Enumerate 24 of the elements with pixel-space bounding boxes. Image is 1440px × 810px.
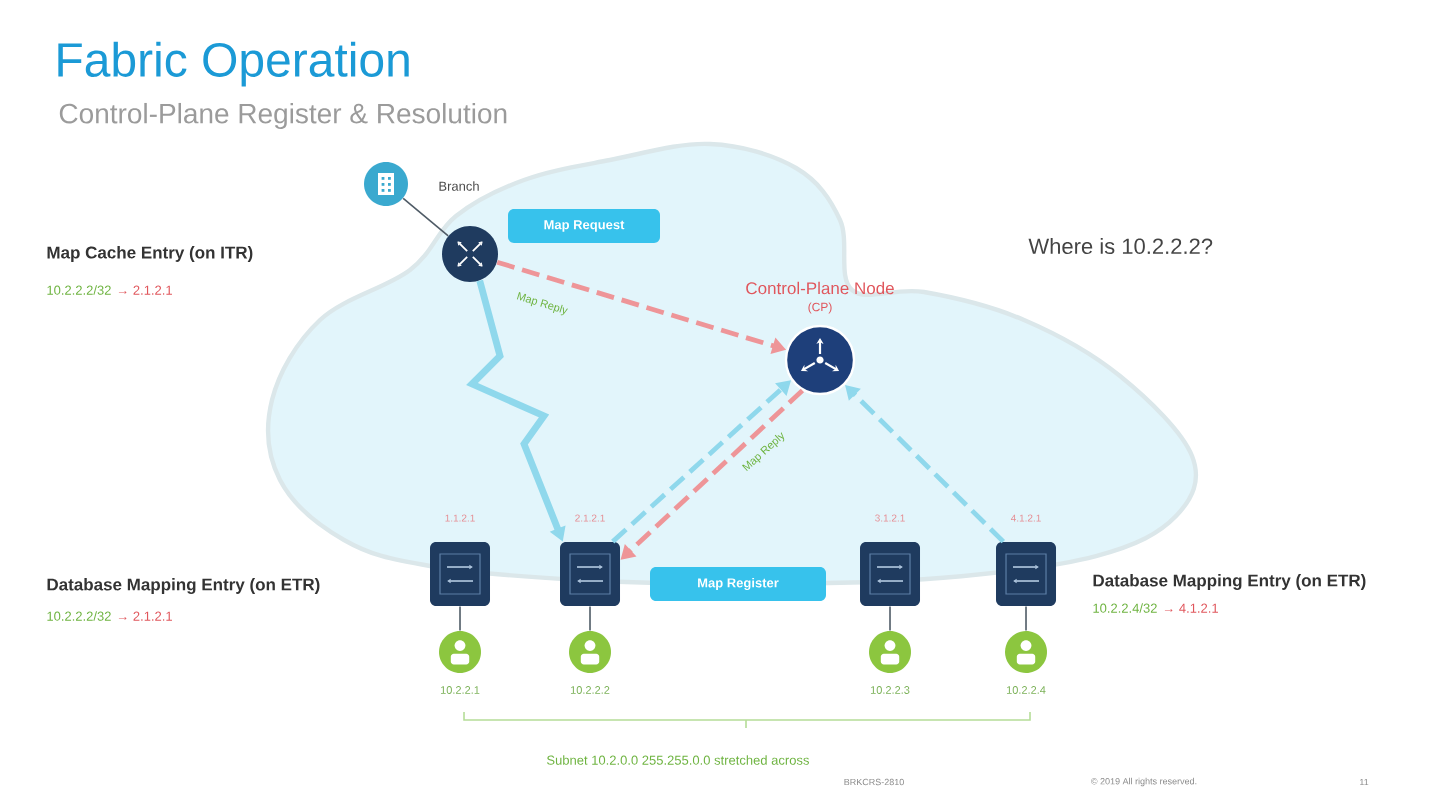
switch-icon <box>560 542 620 606</box>
host-icon <box>439 631 481 673</box>
switch-icon <box>860 542 920 606</box>
host-icon <box>569 631 611 673</box>
question-text: Where is 10.2.2.2? <box>1028 237 1213 255</box>
router-icon <box>442 226 498 282</box>
host-icon <box>869 631 911 673</box>
entry-heading: Database Mapping Entry (on ETR) <box>1093 574 1366 590</box>
connector-line <box>1025 605 1027 632</box>
connector-line <box>589 605 591 632</box>
connector-line <box>889 605 891 632</box>
entry-heading: Map Cache Entry (on ITR) <box>47 246 253 262</box>
title: Fabric Operation <box>58 41 409 87</box>
arrow <box>845 385 1005 544</box>
switch-icon <box>430 542 490 606</box>
entry-heading: Database Mapping Entry (on ETR) <box>47 578 320 594</box>
switch-icon <box>996 542 1056 606</box>
router-icon <box>784 324 856 396</box>
connector-line <box>402 197 449 237</box>
subtitle: Control-Plane Register & Resolution <box>59 102 507 130</box>
role-label: Control-Plane Node <box>746 281 894 295</box>
site-icon <box>364 162 408 206</box>
host-icon <box>1005 631 1047 673</box>
connector-line <box>459 605 461 632</box>
